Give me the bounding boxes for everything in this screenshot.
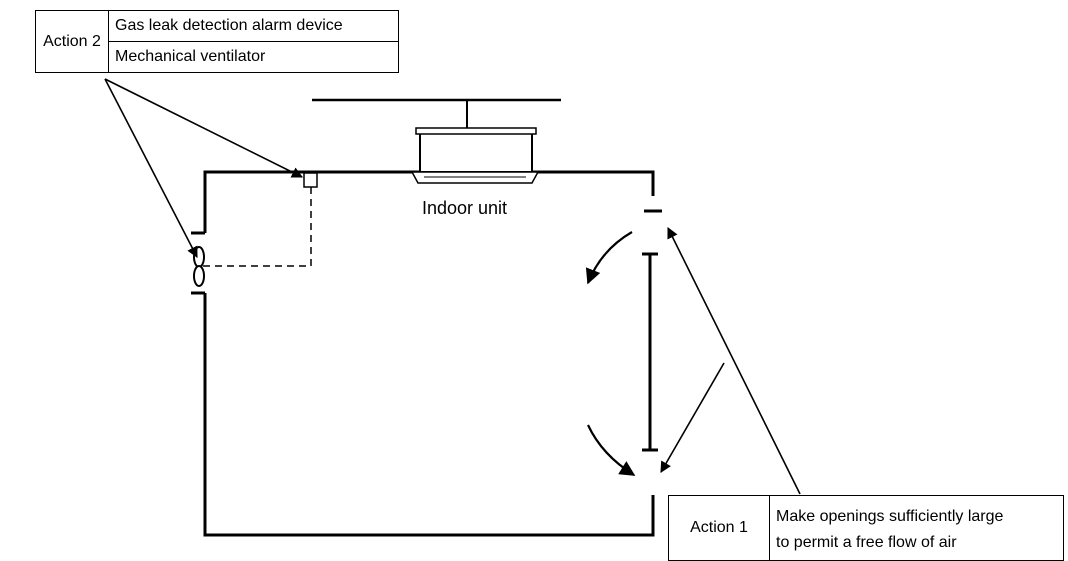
action2-pointers [104,78,304,258]
indoor-unit [410,127,540,184]
action2-item-ventilator: Mechanical ventilator [108,41,399,73]
action1-pointers [660,226,801,495]
action1-description: Make openings sufficiently large to perm… [769,495,1064,561]
detector-wiring [203,187,312,267]
action2-legend: Action 2 Gas leak detection alarm device… [35,10,399,73]
action1-line2: to permit a free flow of air [776,533,957,551]
ventilator-fan-icon [193,246,205,287]
indoor-unit-label: Indoor unit [422,198,508,218]
wall-opening [642,209,662,452]
airflow-arrows [585,231,636,476]
action2-label: Action 2 [35,10,109,73]
room-walls [191,170,655,537]
action1-legend: Action 1 Make openings sufficiently larg… [668,495,1064,561]
action1-line1: Make openings sufficiently large [776,507,1004,525]
action2-item-alarm: Gas leak detection alarm device [108,10,399,42]
ceiling-beam [312,98,561,131]
action1-label: Action 1 [668,495,770,561]
gas-leak-detector [303,172,318,188]
